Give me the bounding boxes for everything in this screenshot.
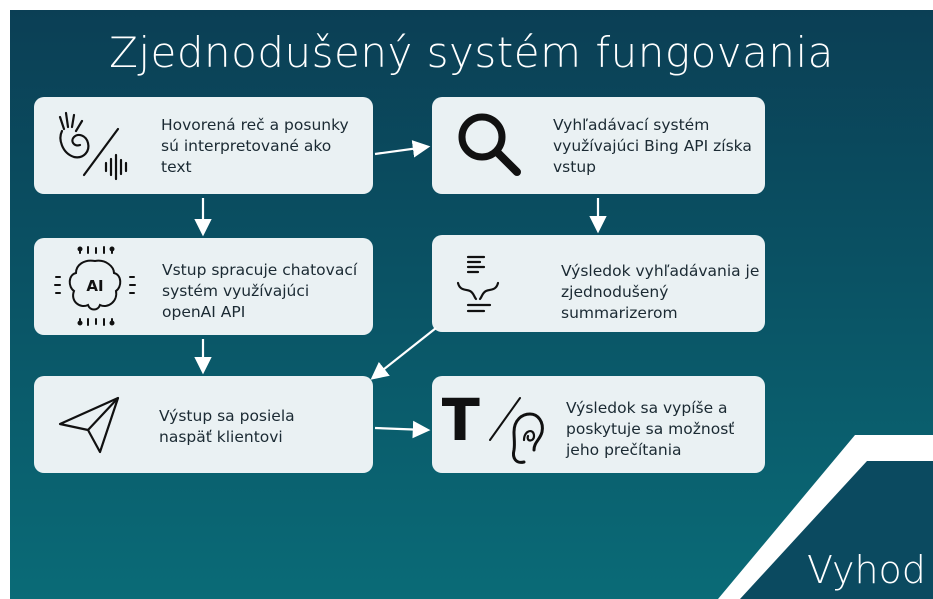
slide: Zjednodušený systém fungovania Hovorená … [10,10,933,599]
magnifier-icon [458,113,521,176]
arrow-speech-to-search [374,140,431,158]
step-summary: Výsledok vyhľadávania je zjednodušený su… [432,235,765,332]
step-speech-text: Hovorená reč a posunky sú interpretované… [161,116,349,176]
step-chat: AI Vstup spracuje chatovací systém využí… [34,238,373,335]
step-output-text: Výstup sa posiela naspäť klientovi [159,407,295,446]
corner-decoration [718,435,933,599]
step-summary-text: Výsledok vyhľadávania je zjednodušený su… [561,262,760,322]
step-result-text: Výsledok sa vypíše a poskytuje sa možnos… [566,399,735,459]
hand-gesture-soundwave-icon [58,111,128,181]
slide-title: Zjednodušený systém fungovania [109,28,834,77]
corner-label: Vyhod [807,548,926,592]
arrow-summary-to-output [370,327,437,380]
paper-plane-icon [58,396,120,454]
step-output: Výstup sa posiela naspäť klientovi [34,376,373,473]
t-letter: T [442,386,480,454]
text-summarize-icon [456,255,500,313]
text-to-speech-icon: T [442,386,544,464]
step-speech: Hovorená reč a posunky sú interpretované… [34,97,373,194]
step-chat-text: Vstup spracuje chatovací systém využívaj… [162,261,358,321]
ai-label: AI [86,277,103,295]
step-search: Vyhľadávací systém využívajúci Bing API … [432,97,765,194]
ai-chip-icon: AI [54,246,136,326]
flow-arrows [194,140,607,439]
step-search-text: Vyhľadávací systém využívajúci Bing API … [553,116,752,176]
step-result: T Výsledok sa vypíše a poskytuje sa možn… [432,376,765,473]
arrow-output-to-result [374,420,431,439]
